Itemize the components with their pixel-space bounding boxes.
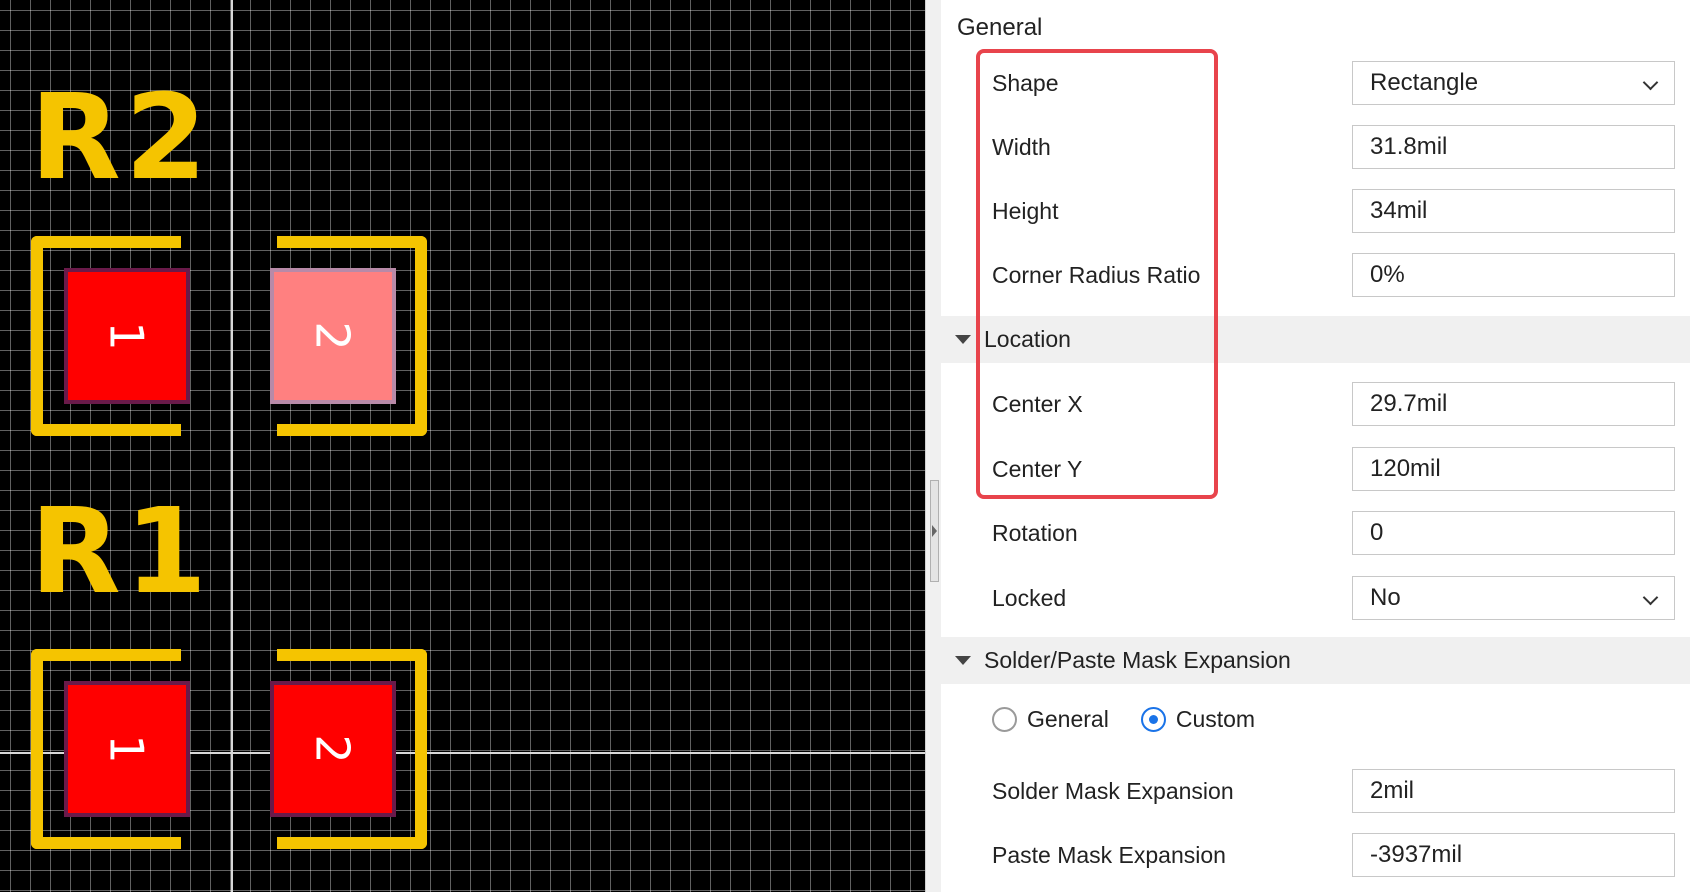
height-label: Height (992, 198, 1059, 224)
properties-panel: General Shape Rectangle Width 31.8mil He… (941, 0, 1690, 892)
section-header-location[interactable]: Location (941, 316, 1690, 363)
pad-number: 2 (306, 321, 360, 351)
locked-value: No (1370, 584, 1401, 611)
locked-label: Locked (992, 585, 1067, 611)
corner-radius-ratio-input[interactable]: 0% (1352, 253, 1675, 297)
pad-r1-1[interactable]: 1 (68, 685, 186, 813)
triangle-down-icon (955, 335, 971, 344)
silkscreen-outline-left (31, 649, 181, 849)
panel-splitter[interactable] (925, 0, 943, 892)
shape-value: Rectangle (1370, 69, 1479, 96)
designator-r2[interactable]: R2 (30, 68, 211, 206)
mask-mode-radio-group: General Custom (992, 706, 1287, 733)
highlight-box (976, 49, 1218, 499)
pad-r2-1[interactable]: 1 (68, 272, 186, 400)
pad-number: 1 (100, 734, 154, 764)
pad-r2-2-selected[interactable]: 2 (274, 272, 392, 400)
locked-select[interactable]: No (1352, 576, 1675, 620)
center-x-input[interactable]: 29.7mil (1352, 382, 1675, 426)
width-label: Width (992, 134, 1051, 160)
radio-custom-label[interactable]: Custom (1175, 706, 1256, 732)
center-x-label: Center X (992, 391, 1083, 417)
rotation-label: Rotation (992, 520, 1078, 546)
paste-mask-expansion-input[interactable]: -3937mil (1352, 833, 1675, 877)
paste-mask-expansion-label: Paste Mask Expansion (992, 842, 1226, 868)
origin-axis-horizontal (0, 752, 925, 754)
solder-mask-expansion-input[interactable]: 2mil (1352, 769, 1675, 813)
chevron-down-icon (1642, 74, 1659, 91)
section-title-general: General (957, 14, 1043, 41)
silkscreen-outline-right (277, 236, 427, 436)
corner-radius-ratio-label: Corner Radius Ratio (992, 262, 1201, 288)
radio-general[interactable] (992, 707, 1017, 732)
width-input[interactable]: 31.8mil (1352, 125, 1675, 169)
pad-number: 1 (100, 321, 154, 351)
radio-custom[interactable] (1140, 707, 1166, 732)
pad-r1-2[interactable]: 2 (274, 685, 392, 813)
solder-mask-expansion-label: Solder Mask Expansion (992, 778, 1234, 804)
section-header-mask-expansion[interactable]: Solder/Paste Mask Expansion (941, 637, 1690, 684)
rotation-input[interactable]: 0 (1352, 511, 1675, 555)
radio-general-label[interactable]: General (1027, 706, 1109, 732)
silkscreen-outline-right (277, 649, 427, 849)
section-title-location: Location (984, 326, 1071, 352)
chevron-down-icon (1642, 589, 1659, 606)
origin-axis-vertical (231, 0, 233, 892)
pad-number: 2 (306, 734, 360, 764)
triangle-down-icon (955, 656, 971, 665)
shape-select[interactable]: Rectangle (1352, 61, 1675, 105)
pcb-canvas[interactable]: R2 1 2 R1 1 2 (0, 0, 925, 892)
shape-label: Shape (992, 70, 1059, 96)
center-y-input[interactable]: 120mil (1352, 447, 1675, 491)
height-input[interactable]: 34mil (1352, 189, 1675, 233)
collapse-handle[interactable] (930, 480, 939, 582)
designator-r1[interactable]: R1 (30, 482, 211, 620)
silkscreen-outline-left (31, 236, 181, 436)
section-title-mask-expansion: Solder/Paste Mask Expansion (984, 647, 1291, 673)
center-y-label: Center Y (992, 456, 1083, 482)
